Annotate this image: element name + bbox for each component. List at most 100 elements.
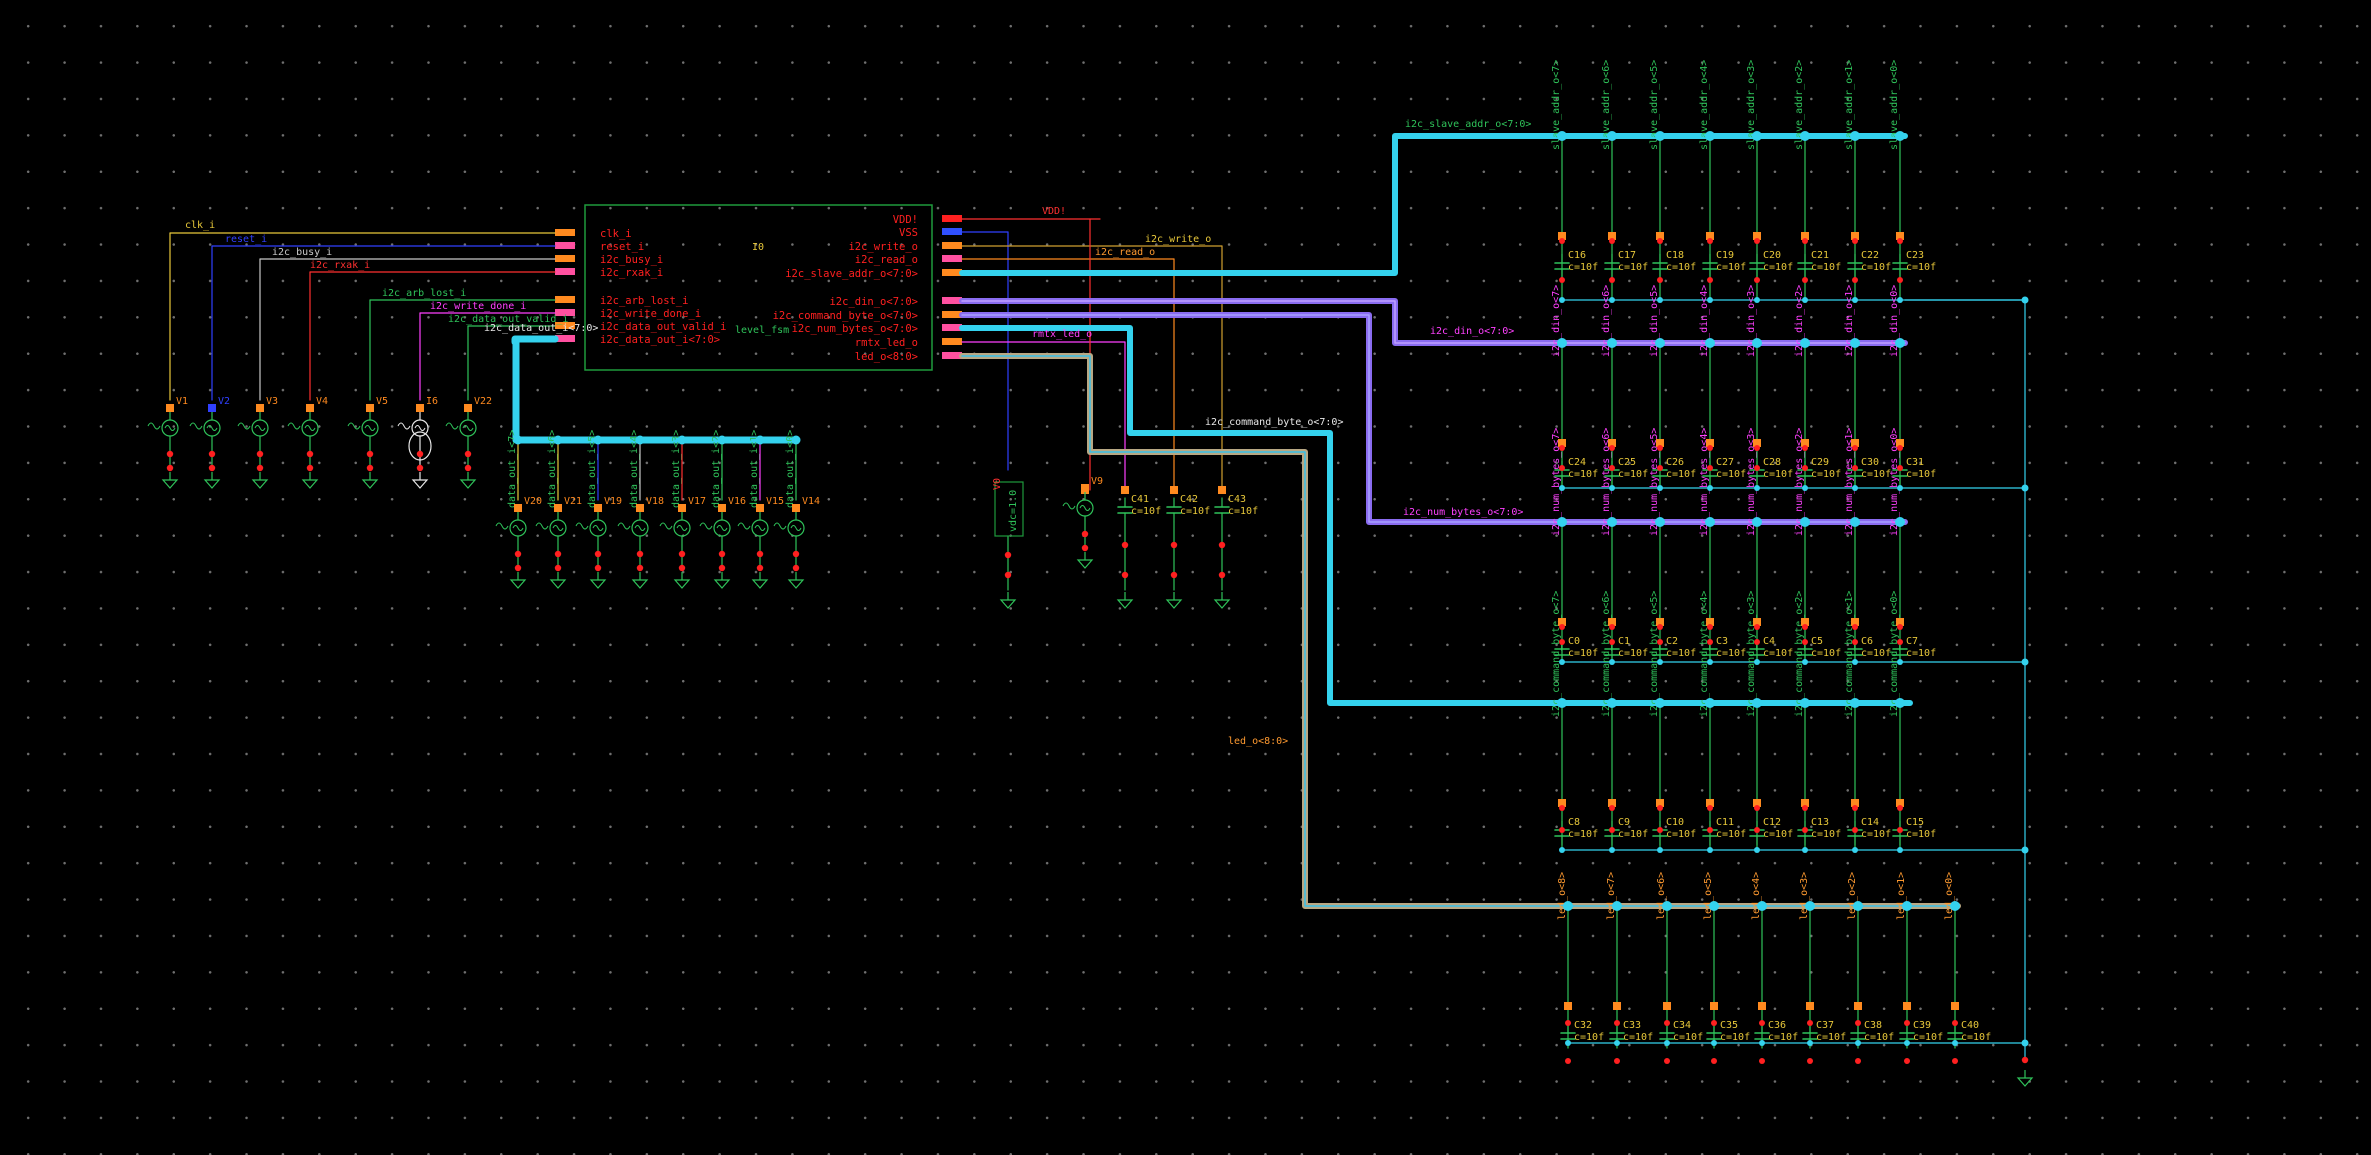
bus-tap	[553, 435, 563, 445]
pin-dot	[306, 450, 314, 458]
pin-dot	[514, 550, 522, 558]
cap-terminal	[1851, 799, 1859, 807]
ground-triangle	[631, 579, 649, 589]
cap-ref: C41	[1131, 494, 1149, 505]
net-label: i2c_data_out_valid_i	[448, 314, 568, 325]
rail-dot	[1897, 659, 1903, 665]
tap-label: i2c_num_bytes_o<0>	[1889, 428, 1900, 536]
source-ref: V3	[266, 396, 278, 407]
source-ref: V1	[176, 396, 188, 407]
source-wave	[634, 525, 646, 531]
pin-dot	[1004, 551, 1012, 559]
command-byte-bus	[959, 325, 1913, 706]
cap-terminal	[1706, 618, 1714, 626]
source-wave-symbol	[147, 422, 161, 430]
pin-dot	[1559, 827, 1565, 833]
bus-tap	[1662, 901, 1672, 911]
net-label: reset_i	[225, 234, 267, 245]
net-label: i2c_read_o	[1095, 247, 1155, 258]
ground-triangle	[1116, 599, 1134, 609]
instance-right-pins: VDD!VSSi2c_write_oi2c_read_oi2c_slave_ad…	[773, 214, 962, 363]
tap-label: slave_addr_o<3>	[1746, 60, 1757, 150]
pin-dot	[1609, 624, 1615, 630]
cap-terminal	[1663, 1002, 1671, 1010]
cap-terminal	[1851, 439, 1859, 447]
pin-stub	[555, 255, 575, 262]
rail-junction	[2021, 296, 2029, 304]
bus-tap	[1705, 517, 1715, 527]
pin-label: VDD!	[893, 214, 918, 226]
rail-dot	[1707, 485, 1713, 491]
pin-dot	[416, 450, 424, 458]
cap-value: c=10f	[1716, 829, 1746, 840]
tap-label: i2c_din_o<5>	[1649, 285, 1660, 357]
cap-terminal	[1558, 439, 1566, 447]
source-wave-symbol	[397, 422, 411, 430]
pin-dot	[718, 564, 726, 572]
pin-dot	[1664, 1020, 1670, 1026]
tap-label: i2c_din_o<1>	[1844, 285, 1855, 357]
source-ref: V22	[474, 396, 492, 407]
pin-dot	[1897, 445, 1903, 451]
tap-label: data_out_i<7>	[507, 430, 518, 508]
tap-label: data_out_i<0>	[785, 430, 796, 508]
pin-dot	[1559, 639, 1565, 645]
cap-value: c=10f	[1861, 262, 1891, 273]
rail-dot	[1759, 1040, 1765, 1046]
tap-label: i2c_command_byte_o<6>	[1601, 591, 1612, 717]
cap-terminal	[1753, 232, 1761, 240]
pin-label: clk_i	[600, 228, 632, 240]
rail-dot	[1904, 1040, 1910, 1046]
cap-terminal	[1851, 618, 1859, 626]
rail-dot	[1802, 847, 1808, 853]
level-fsm-instance[interactable]: I0 level_fsm clk_ireset_ii2c_busy_ii2c_r…	[555, 204, 962, 371]
cap-ref: C7	[1906, 636, 1918, 647]
pin-dot	[1897, 238, 1903, 244]
nets	[169, 133, 2026, 1061]
bus-tap	[1895, 698, 1905, 708]
source-ref: V2	[218, 396, 230, 407]
pin-dot	[1802, 639, 1808, 645]
cap-ref: C4	[1763, 636, 1775, 647]
bus-tap	[717, 435, 727, 445]
pin-stub	[942, 269, 962, 276]
pin-stub	[942, 311, 962, 318]
tap-label: slave_addr_o<6>	[1601, 60, 1612, 150]
bus-tap	[1752, 338, 1762, 348]
bus-label: i2c_command_byte_o<7:0>	[1205, 417, 1343, 428]
cap-terminal	[1558, 618, 1566, 626]
rail-dot	[1609, 485, 1615, 491]
pin-dot	[1759, 1058, 1765, 1064]
pin-stub	[942, 228, 962, 235]
pin-dot	[1609, 238, 1615, 244]
data-out-bus-stub	[512, 335, 559, 349]
pin-dot	[1559, 238, 1565, 244]
source-wave	[1079, 505, 1091, 511]
tap-label: i2c_din_o<6>	[1601, 285, 1612, 357]
pin-dot	[1807, 1020, 1813, 1026]
pin-dot	[1904, 1020, 1910, 1026]
tap-label: led_o<5>	[1703, 872, 1714, 920]
pin-dot	[1609, 445, 1615, 451]
cap-terminal	[1951, 1002, 1959, 1010]
source-terminal	[514, 504, 522, 512]
tap-label: slave_addr_o<5>	[1649, 60, 1660, 150]
pin-dot	[1657, 445, 1663, 451]
bus-tap	[1557, 517, 1567, 527]
pin-dot	[1707, 624, 1713, 630]
bus-tap	[1557, 338, 1567, 348]
pin-dot	[1707, 639, 1713, 645]
cap-ref: C6	[1861, 636, 1873, 647]
pin-dot	[1609, 277, 1615, 283]
source-wave-symbol	[535, 522, 549, 530]
tap-label: i2c_command_byte_o<3>	[1746, 591, 1757, 717]
rail-dot	[1852, 297, 1858, 303]
cap-terminal	[1218, 486, 1226, 494]
source-wave-symbol	[237, 422, 251, 430]
